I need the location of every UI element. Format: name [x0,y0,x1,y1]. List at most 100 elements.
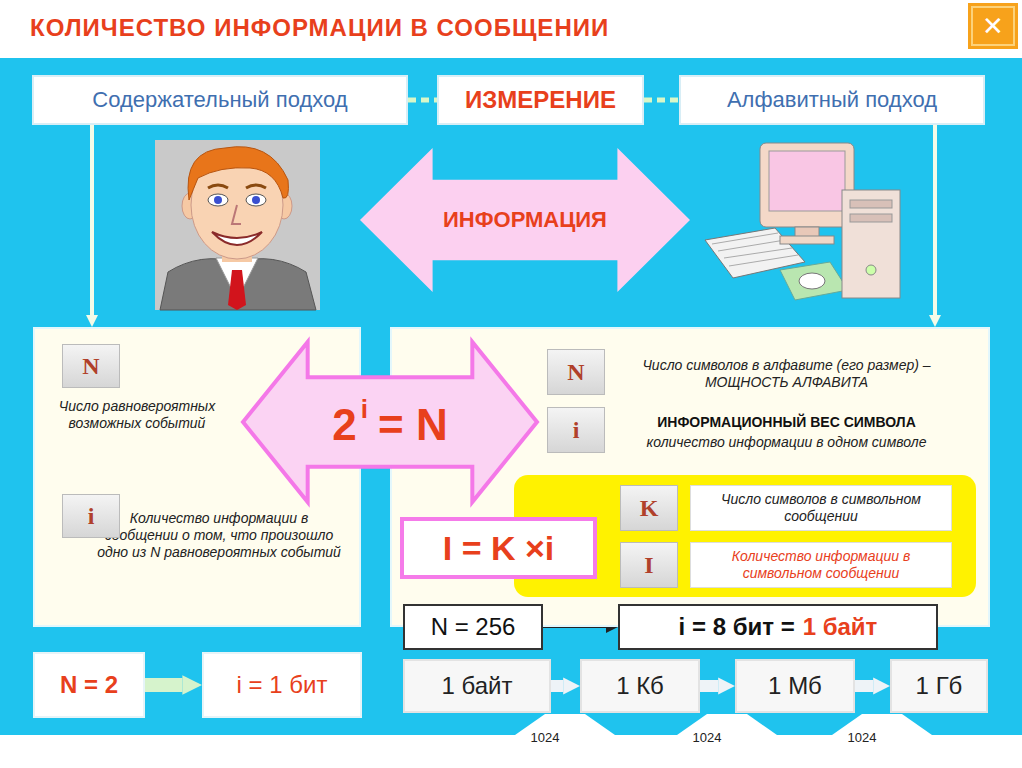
computer-illustration-part [842,190,900,298]
arrow-shape [243,342,537,502]
node-text: Количество информации в символьном сообщ… [732,548,911,581]
text-holder: 1 Гб [916,672,963,700]
text-holder: Содержательный подход [92,87,347,113]
description-box: Число символов в символьном сообщении [690,485,952,531]
connector-arrow [90,125,94,315]
person-illustration-part [246,194,266,206]
person-illustration-part [246,185,266,188]
text-holder: 1 байт [442,672,513,700]
node-text: N = 256 [431,613,516,640]
text-holder: Количество информации в символьном сообщ… [698,548,944,582]
node-text: N [567,359,584,385]
blue-ground-part [677,714,777,735]
unit-box: 1 Кб [580,659,700,713]
symbol-box: N [62,344,120,388]
text-holder: 1 Мб [768,672,822,700]
connector-arrow [408,98,437,103]
person-illustration-part [228,270,246,310]
computer-illustration-part [780,236,834,244]
node-text: I [644,552,653,578]
text-holder: Число символов в символьном сообщении [698,491,944,525]
connector-arrow [855,680,873,692]
node-text: i = 1 бит [237,671,328,698]
value-box: i = 1 бит [202,652,362,718]
person-illustration-part [208,185,228,188]
text-holder: I [644,552,653,579]
computer-illustration-part-part [718,240,785,251]
approach-box: Содержательный подход [32,75,408,125]
text-holder: Алфавитный подход [727,87,937,113]
computer-illustration-part-part [729,255,798,266]
value-box: N = 256 [403,604,543,650]
node-text: i = 8 бит = [679,613,795,640]
node-text: N [82,353,99,379]
symbol-box: i [547,407,605,453]
node-text: Алфавитный подход [727,87,937,112]
person-illustration [155,140,320,310]
node-text: I = K ×i [443,529,555,567]
text-holder: 1 Кб [616,672,664,700]
node-text: K [640,495,659,521]
person-illustration-part [188,147,288,200]
blue-ground-part [515,714,615,735]
unit-box: 1 Мб [735,659,855,713]
description-text: Число равновероятных возможных событий [52,398,222,432]
person-illustration-part [214,196,222,204]
connector-arrow [644,98,679,103]
unit-box: 1 байт [403,659,551,713]
close-button-part [968,3,1018,49]
symbol-box: K [620,485,678,531]
value-box: i = 8 бит = 1 байт [618,604,938,650]
person-illustration-part [208,194,228,206]
text-holder: N [567,359,584,386]
computer-illustration-part [850,214,892,222]
formula-box: I = K ×i [400,517,597,579]
node-text: Число символов в символьном сообщении [721,491,921,524]
title: КОЛИЧЕСТВО ИНФОРМАЦИИ В СООБЩЕНИИ [30,14,609,42]
node-text: N = 2 [60,671,118,698]
computer-illustration-part [769,151,845,211]
description-text: Количество информации в сообщении о том,… [94,510,344,560]
description-text: Число символов в алфавите (его размер) –… [614,357,959,391]
approach-box: Алфавитный подход [679,75,985,125]
text-holder: ИНФОРМАЦИЯ [443,207,607,233]
connector-arrow [551,680,563,692]
node-text: ИНФОРМАЦИЯ [443,207,607,232]
node-text: 1 байт [442,672,513,699]
computer-illustration-part [850,200,892,208]
description-text: ИНФОРМАЦИОННЫЙ ВЕС СИМВОЛА [614,414,959,430]
text-holder: N = 256 [431,613,516,641]
node-text: 1 Мб [768,672,822,699]
node-text: 2 [332,400,356,449]
node-text: ИЗМЕРЕНИЕ [465,86,616,113]
text-holder: i = 8 бит = 1 байт [679,613,878,641]
close-button [968,3,1018,49]
computer-illustration-part [780,262,848,300]
person-illustration-part [212,232,262,245]
connector-arrow [700,680,718,692]
description-box: Количество информации в символьном сообщ… [690,542,952,588]
person-illustration-part [232,205,241,224]
blue-ground-part [832,714,932,735]
symbol-box: i [62,494,120,538]
description-text: количество информации в одном символе [614,434,959,451]
text-holder: i [88,503,95,530]
computer-illustration [705,143,900,300]
double-arrow: ИНФОРМАЦИЯ [360,148,690,292]
person-illustration-part [252,196,260,204]
value-box: N = 2 [33,652,145,718]
formula-arrow: 2i= N [243,342,537,502]
connector-arrow [933,125,937,315]
text-holder: i [573,417,580,444]
text-holder: i = 1 бит [237,671,328,699]
text-holder: ИЗМЕРЕНИЕ [465,86,616,114]
arrow-shape [360,148,690,292]
connector-arrow [145,678,182,692]
text-holder: I = K ×i [443,529,555,568]
close-icon: ✕ [968,3,1018,49]
computer-illustration-part [760,143,854,227]
node-text: Содержательный подход [92,87,347,112]
symbol-box: N [547,349,605,395]
node-text: 1 байт [803,613,878,640]
